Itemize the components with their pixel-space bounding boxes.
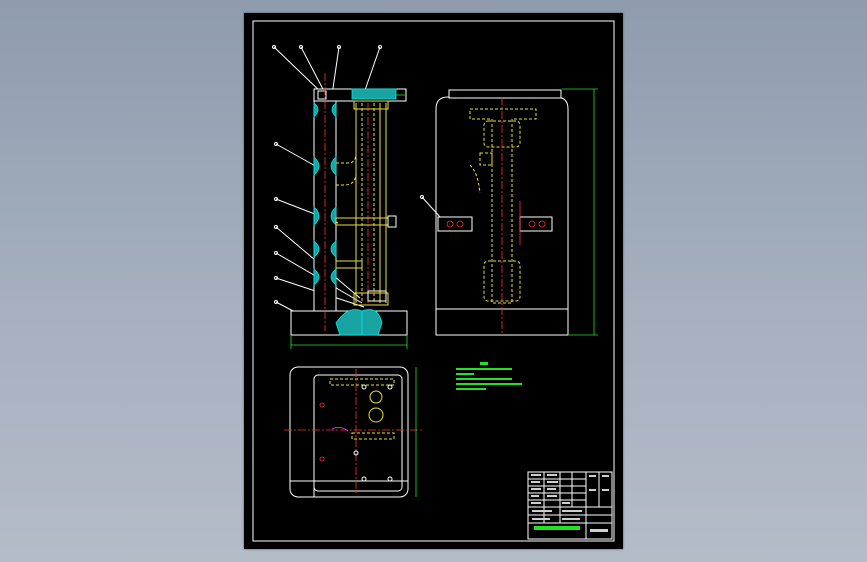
front-section-view[interactable]	[272, 45, 408, 350]
right-clamp-lug	[519, 216, 553, 232]
title-block-text	[531, 474, 609, 532]
drawing-canvas[interactable]	[244, 13, 623, 549]
top-view-outline	[289, 366, 409, 498]
left-clamp-lug	[437, 216, 473, 232]
guide-rails	[353, 100, 389, 306]
title-block[interactable]	[527, 471, 613, 540]
top-view-accent-mark	[331, 427, 349, 432]
drawing-sheet[interactable]	[244, 13, 623, 549]
section-hatching	[313, 88, 397, 336]
mounting-holes	[319, 384, 393, 482]
sheet-border	[252, 20, 615, 542]
side-view[interactable]	[420, 88, 599, 336]
elbow-fitting	[336, 149, 357, 186]
top-view[interactable]	[284, 366, 424, 498]
technical-notes	[456, 362, 522, 390]
side-internal-cavity	[469, 108, 537, 304]
